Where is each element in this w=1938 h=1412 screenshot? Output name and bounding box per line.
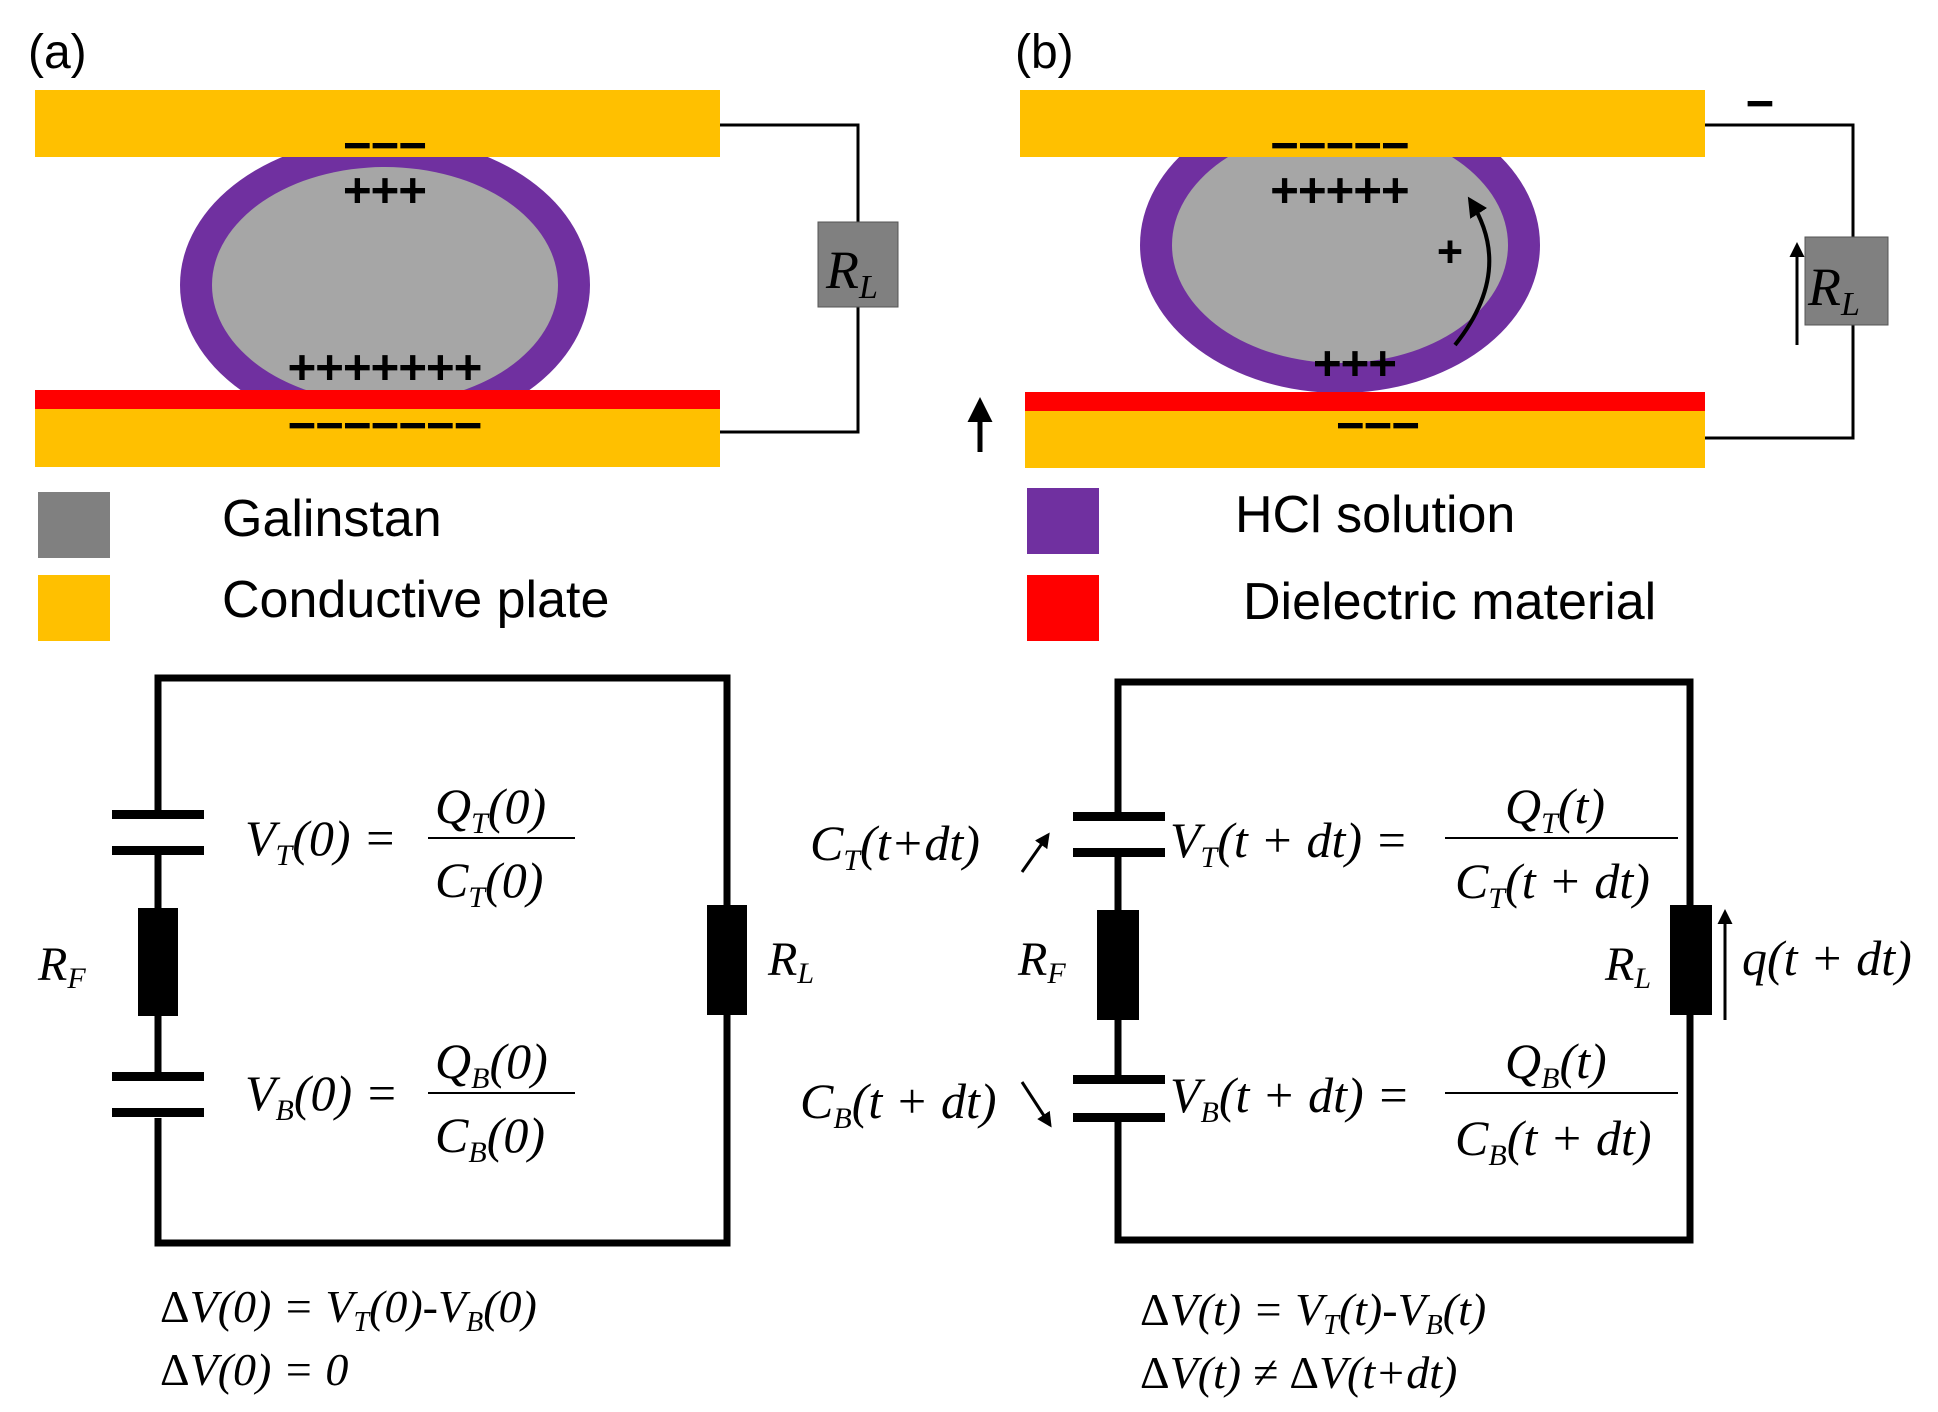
svg-text:VB(t + dt) =: VB(t + dt) = — [1170, 1067, 1410, 1129]
capacitance-increase-arrow — [1020, 832, 1050, 873]
rf-label: RF — [1017, 933, 1066, 990]
delta-v-equation-1: ΔV(0) = VT(0)-VB(0) — [160, 1281, 537, 1338]
load-resistor-label: RL — [825, 240, 878, 306]
dielectric-layer — [35, 390, 720, 409]
svg-text:QT(t): QT(t) — [1505, 778, 1605, 840]
svg-text:CT(t + dt): CT(t + dt) — [1455, 853, 1650, 915]
svg-text:VT(0) =: VT(0) = — [245, 810, 397, 872]
svg-text:CB(0): CB(0) — [435, 1107, 545, 1169]
bottom-capacitor-plate-2 — [1073, 1113, 1165, 1122]
svg-text:CT(0): CT(0) — [435, 852, 543, 914]
top-capacitor-plate-2 — [1073, 848, 1165, 857]
rf-label: RF — [37, 938, 86, 995]
ct-label: CT(t+dt) — [810, 815, 980, 877]
top-capacitor-plate-2 — [112, 846, 204, 855]
top-conductive-plate — [1020, 90, 1705, 157]
top-conductive-plate — [35, 90, 720, 157]
load-resistor — [817, 221, 899, 308]
legend-label-galinstan: Galinstan — [222, 490, 442, 548]
bottom-conductive-plate — [35, 409, 720, 467]
legend-swatch-hcl-solution — [1027, 488, 1099, 554]
terminal-negative-sign: − — [1746, 75, 1774, 129]
legend-swatch-conductive-plate — [38, 575, 110, 641]
rl-label: RL — [767, 933, 814, 990]
rl-resistor — [707, 905, 747, 1015]
bottom-plate-negative-charges: −−− — [1336, 397, 1419, 451]
vt-equation: VT(t + dt) = QT(t) CT(t + dt) — [1170, 778, 1678, 915]
rf-resistor — [138, 908, 178, 1016]
rl-label: RL — [1604, 938, 1651, 995]
bottom-capacitor-plate-1 — [1073, 1075, 1165, 1084]
svg-text:VB(0) =: VB(0) = — [245, 1065, 398, 1127]
delta-v-equation-2: ΔV(0) = 0 — [160, 1344, 348, 1395]
galinstan-droplet — [212, 167, 558, 403]
svg-text:ΔV(0) = 0: ΔV(0) = 0 — [160, 1344, 348, 1395]
vb-equation: VB(0) = QB(0) CB(0) — [245, 1033, 575, 1169]
panel-a-label: (a) — [28, 26, 87, 79]
q-label: q(t + dt) — [1742, 930, 1912, 986]
rl-resistor — [1670, 905, 1712, 1015]
vt-equation: VT(0) = QT(0) CT(0) — [245, 778, 575, 914]
migrating-positive-charge: + — [1437, 226, 1462, 275]
legend-swatch-dielectric-material — [1027, 575, 1099, 641]
galinstan-droplet — [1172, 127, 1508, 363]
svg-text:VT(t + dt) =: VT(t + dt) = — [1170, 812, 1408, 874]
rf-resistor — [1097, 910, 1139, 1020]
bottom-conductive-plate — [1025, 411, 1705, 468]
svg-text:QT(0): QT(0) — [435, 778, 546, 840]
charge-flow-arrow — [1453, 196, 1492, 347]
top-capacitor-plate-1 — [112, 810, 204, 819]
dielectric-layer — [1025, 392, 1705, 411]
legend-label-conductive-plate: Conductive plate — [222, 571, 609, 629]
svg-text:QB(0): QB(0) — [435, 1033, 548, 1095]
load-resistor — [1804, 236, 1889, 326]
top-plate-negative-charges: −−−−− — [1271, 117, 1409, 171]
svg-text:ΔV(0) = VT(0)-VB(0): ΔV(0) = VT(0)-VB(0) — [160, 1281, 537, 1338]
top-capacitor-plate-1 — [1073, 812, 1165, 821]
capacitance-decrease-arrow — [1020, 1081, 1052, 1128]
legend-swatch-galinstan — [38, 492, 110, 558]
legend-label-dielectric-material: Dielectric material — [1243, 573, 1656, 631]
legend-label-hcl-solution: HCl solution — [1235, 486, 1515, 544]
equivalent-circuit-b: RF RL q(t + dt) CT(t+dt) CB(t + dt) VT(t… — [800, 678, 1912, 1398]
top-plate-negative-charges: −−− — [343, 117, 426, 171]
delta-v-equation-1: ΔV(t) = VT(t)-VB(t) — [1140, 1284, 1486, 1341]
equivalent-circuit-a: RF RL VT(0) = QT(0) CT(0) VB(0) = QB(0) … — [37, 674, 814, 1395]
top-droplet-positive-charges: +++ — [343, 162, 426, 216]
svg-text:ΔV(t) = VT(t)-VB(t): ΔV(t) = VT(t)-VB(t) — [1140, 1284, 1486, 1341]
bottom-capacitor-plate-2 — [112, 1108, 204, 1117]
vb-equation: VB(t + dt) = QB(t) CB(t + dt) — [1170, 1033, 1678, 1172]
bottom-capacitor-plate-1 — [112, 1072, 204, 1081]
top-droplet-positive-charges: +++++ — [1271, 162, 1409, 216]
load-resistor-label: RL — [1807, 257, 1860, 323]
bottom-droplet-positive-charges: +++++++ — [288, 339, 482, 393]
svg-text:CB(t + dt): CB(t + dt) — [1455, 1110, 1652, 1172]
svg-text:ΔV(t) ≠ ΔV(t+dt): ΔV(t) ≠ ΔV(t+dt) — [1140, 1347, 1457, 1398]
bottom-droplet-positive-charges: +++ — [1313, 335, 1396, 389]
panel-a: (a) −−− +++ +++++++ −−−−−−− RL Galinstan… — [28, 26, 899, 641]
panel-b-label: (b) — [1015, 26, 1074, 79]
cb-label: CB(t + dt) — [800, 1073, 997, 1135]
svg-text:QB(t): QB(t) — [1505, 1033, 1607, 1095]
delta-v-equation-2: ΔV(t) ≠ ΔV(t+dt) — [1140, 1347, 1457, 1398]
bottom-plate-negative-charges: −−−−−−− — [288, 397, 482, 451]
panel-b: (b) −−−−− +++++ + +++ −−− − RL HCl solut… — [967, 26, 1889, 641]
